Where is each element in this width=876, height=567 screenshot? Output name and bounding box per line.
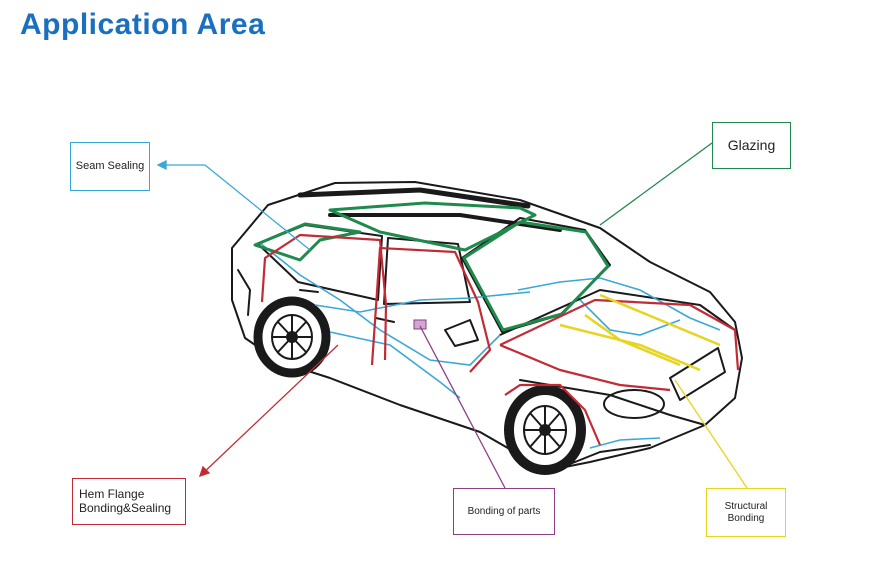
- seam-sealing-text: Seam Sealing: [75, 160, 145, 173]
- structural-bonding-line1: Structural: [724, 501, 768, 512]
- hem-flange-line2: Bonding&Sealing: [79, 500, 172, 515]
- car-body-outline: [231, 181, 743, 469]
- structural-bonding-text: Structural Bonding: [725, 501, 768, 524]
- hem-flange-line1: Hem Flange: [79, 486, 145, 501]
- glazing-text: Glazing: [727, 137, 776, 154]
- bonding-of-parts-text: Bonding of parts: [467, 505, 541, 517]
- bonding-of-parts-label: Bonding of parts: [453, 488, 555, 535]
- hem-flange-label: Hem Flange Bonding&Sealing: [72, 478, 186, 525]
- bonding-patch: [413, 319, 427, 330]
- bonding-of-parts-leader: [419, 325, 506, 489]
- glazing-label: Glazing: [712, 122, 791, 169]
- leader-lines: [156, 142, 748, 489]
- hem-flange-text: Hem Flange Bonding&Sealing: [79, 486, 172, 516]
- hem-flange-leader: [199, 344, 339, 477]
- front-wheel: [504, 385, 586, 475]
- seam-sealing-leader: [158, 164, 311, 251]
- structural-bonding-lines: [559, 293, 721, 372]
- structural-bonding-label: Structural Bonding: [706, 488, 786, 537]
- seam-sealing-arrow: [156, 159, 167, 171]
- glazing-leader: [599, 142, 713, 226]
- rear-wheel: [253, 296, 331, 378]
- hem-flange-lines: [260, 233, 740, 446]
- hem-flange-arrow: [198, 465, 211, 478]
- seam-sealing-label: Seam Sealing: [70, 142, 150, 191]
- structural-bonding-leader: [674, 379, 748, 489]
- page-title: Application Area: [20, 8, 266, 41]
- seam-sealing-lines: [259, 242, 721, 449]
- structural-bonding-line2: Bonding: [727, 512, 765, 524]
- glazing-lines: [253, 201, 610, 332]
